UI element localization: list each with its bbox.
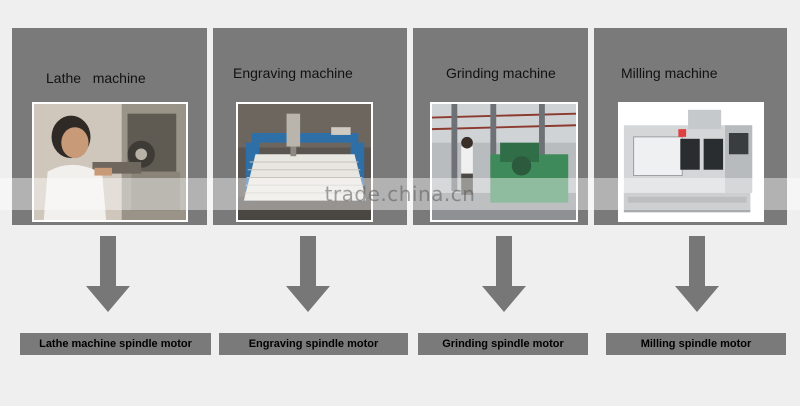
- milling-title: Milling machine: [621, 65, 718, 81]
- down-arrow-icon: [286, 236, 330, 316]
- engraving-motor-label: Engraving spindle motor: [219, 333, 408, 355]
- lathe-photo: [32, 102, 188, 222]
- engraving-photo: [236, 102, 373, 222]
- milling-photo: [618, 102, 764, 222]
- lathe-title: Lathe machine: [46, 70, 146, 86]
- down-arrow-icon: [482, 236, 526, 316]
- lathe-motor-label: Lathe machine spindle motor: [20, 333, 211, 355]
- watermark-band: [0, 178, 800, 210]
- grinding-title: Grinding machine: [446, 65, 556, 81]
- grinding-motor-label: Grinding spindle motor: [418, 333, 588, 355]
- down-arrow-icon: [86, 236, 130, 316]
- grinding-photo: [430, 102, 578, 222]
- engraving-title: Engraving machine: [233, 65, 353, 81]
- watermark-text: trade.china.cn: [324, 182, 476, 206]
- milling-motor-label: Milling spindle motor: [606, 333, 786, 355]
- down-arrow-icon: [675, 236, 719, 316]
